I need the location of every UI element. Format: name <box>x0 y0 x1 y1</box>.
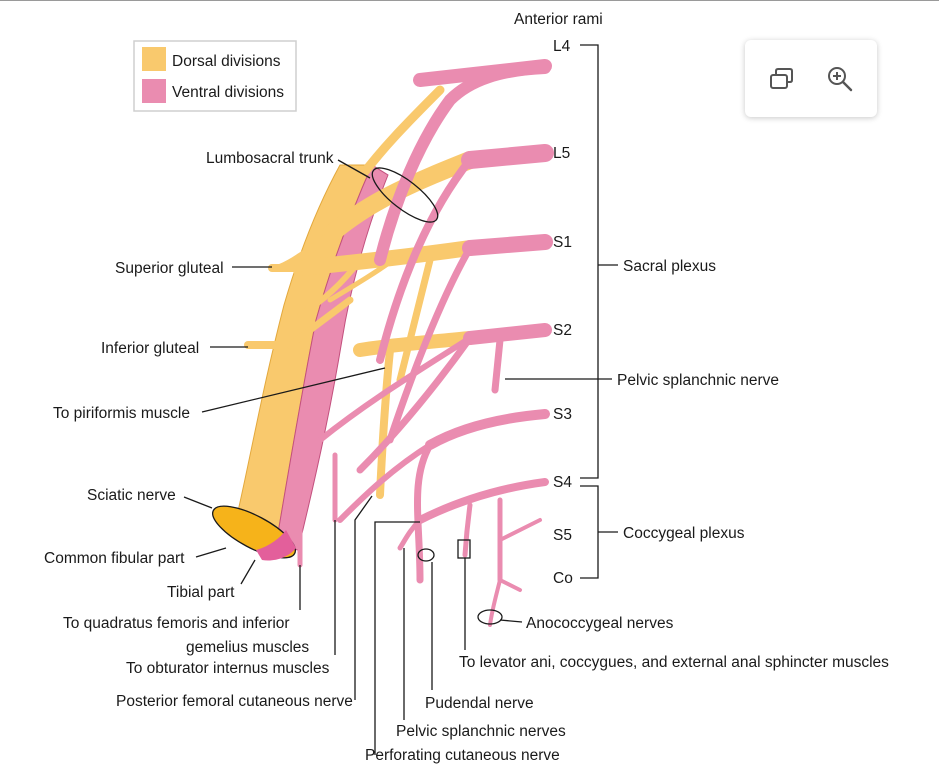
l5-label: L5 <box>553 145 570 162</box>
anterior-rami-label: Anterior rami <box>514 11 603 28</box>
sciatic-nerve-label: Sciatic nerve <box>87 487 176 504</box>
co-label: Co <box>553 570 573 587</box>
superior-gluteal-label: Superior gluteal <box>115 260 224 277</box>
pudendal-ring <box>417 548 435 562</box>
lumbosacral-trunk-label: Lumbosacral trunk <box>206 150 334 167</box>
coccygeal-plexus-label: Coccygeal plexus <box>623 525 745 542</box>
pudendal-label: Pudendal nerve <box>425 695 534 712</box>
piriformis-label: To piriformis muscle <box>53 405 190 422</box>
posterior-femoral-label: Posterior femoral cutaneous nerve <box>116 693 353 710</box>
legend-ventral-label: Ventral divisions <box>172 84 284 101</box>
anococcygeal-ring <box>477 609 503 625</box>
s3-label: S3 <box>553 406 572 423</box>
quadratus-label-line1: To quadratus femoris and inferior <box>63 615 290 632</box>
legend-swatch-ventral <box>142 79 166 103</box>
pelvic-splanchnic-right-label: Pelvic splanchnic nerve <box>617 372 779 389</box>
lumbosacral-trunk-ring <box>371 167 439 223</box>
legend-swatch-dorsal <box>142 47 166 71</box>
levator-ani-label: To levator ani, coccygues, and external … <box>459 654 889 671</box>
obturator-label: To obturator internus muscles <box>126 660 330 677</box>
inferior-gluteal-label: Inferior gluteal <box>101 340 199 357</box>
left-leaders <box>183 159 433 755</box>
pelvic-splanchnic-bottom-label: Pelvic splanchnic nerves <box>396 723 566 740</box>
quadratus-label-line2: gemelius muscles <box>186 639 309 656</box>
s2-label: S2 <box>553 322 572 339</box>
marker-ellipses <box>371 167 503 625</box>
zoom-in-icon <box>828 66 853 91</box>
legend: Dorsal divisions Ventral divisions <box>133 40 297 112</box>
zoom-in-button[interactable] <box>820 59 860 99</box>
l4-label: L4 <box>553 38 571 55</box>
sacral-plexus-label: Sacral plexus <box>623 258 716 275</box>
right-brackets <box>464 44 618 650</box>
top-border <box>0 0 939 1</box>
legend-dorsal-label: Dorsal divisions <box>172 53 281 70</box>
perforating-label: Perforating cutaneous nerve <box>365 747 560 764</box>
common-fibular-label: Common fibular part <box>44 550 185 567</box>
copy-button[interactable] <box>762 59 802 99</box>
s4-label: S4 <box>553 474 572 491</box>
tibial-part-label: Tibial part <box>167 584 235 601</box>
sciatic-nerve <box>212 164 389 561</box>
labels: Anterior rami L4 L5 S1 S2 S3 S4 S5 Co Sa… <box>44 11 889 764</box>
ventral-branches <box>297 59 554 627</box>
copy-icon <box>770 67 793 89</box>
image-toolbar <box>745 40 877 117</box>
s5-label: S5 <box>553 527 572 544</box>
levator-ani-marker <box>457 539 471 559</box>
anococcygeal-label: Anococcygeal nerves <box>526 615 674 632</box>
s1-label: S1 <box>553 234 572 251</box>
